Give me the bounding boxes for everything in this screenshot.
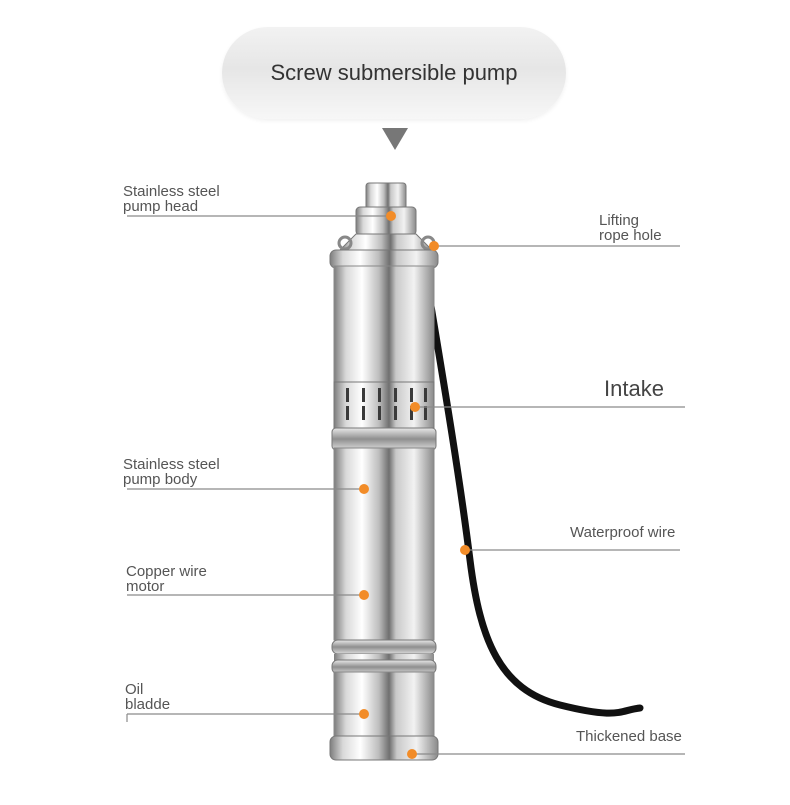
rib-1 bbox=[331, 639, 437, 655]
title-banner: Screw submersible pump bbox=[222, 27, 566, 119]
marker-lifting-hole bbox=[429, 241, 439, 251]
marker-pump-head bbox=[386, 211, 396, 221]
pump-head-collar bbox=[355, 206, 417, 236]
label-waterproof-wire: Waterproof wire bbox=[570, 524, 676, 541]
upper-body bbox=[333, 265, 435, 385]
label-lifting-line1: Lifting bbox=[599, 212, 640, 229]
label-oil-bladder-line1: Oil bbox=[125, 681, 144, 698]
label-thickened-base: Thickened base bbox=[576, 728, 682, 745]
label-copper-motor: Copper wire motor bbox=[126, 564, 207, 594]
label-copper-motor-line2: motor bbox=[126, 578, 165, 595]
title-pointer-triangle bbox=[382, 128, 408, 150]
top-cap bbox=[329, 249, 439, 269]
marker-thickened-base bbox=[407, 749, 417, 759]
mid-collar bbox=[331, 427, 437, 451]
oil-bladder-section bbox=[333, 671, 435, 739]
label-copper-motor-line1: Copper wire bbox=[126, 563, 207, 580]
label-pump-body-line1: Stainless steel bbox=[123, 456, 220, 473]
motor-body bbox=[333, 447, 435, 641]
diagram-title: Screw submersible pump bbox=[270, 60, 518, 85]
marker-waterproof-wire bbox=[460, 545, 470, 555]
label-intake: Intake bbox=[604, 376, 664, 401]
leader-lines bbox=[126, 215, 685, 755]
label-pump-head: Stainless steel pump head bbox=[123, 184, 220, 214]
pump-head-cone bbox=[338, 233, 434, 251]
label-pump-body-line2: pump body bbox=[123, 471, 198, 488]
label-lifting-line2: rope hole bbox=[599, 227, 662, 244]
label-pump-head-line1: Stainless steel bbox=[123, 183, 220, 200]
label-oil-bladder: Oil bladde bbox=[125, 682, 170, 712]
label-pump-head-line2: pump head bbox=[123, 198, 199, 215]
label-lifting-rope-hole: Lifting rope hole bbox=[599, 213, 662, 243]
marker-copper-motor bbox=[359, 590, 369, 600]
marker-intake bbox=[410, 402, 420, 412]
label-pump-body: Stainless steel pump body bbox=[123, 457, 220, 487]
thickened-base-ring bbox=[329, 735, 439, 761]
lifting-ring-left bbox=[337, 235, 353, 251]
marker-oil-bladder bbox=[359, 709, 369, 719]
callout-markers bbox=[359, 211, 470, 759]
rib-2 bbox=[334, 654, 434, 662]
label-oil-bladder-line2: bladde bbox=[125, 696, 171, 713]
intake-slots bbox=[346, 388, 427, 420]
marker-pump-body bbox=[359, 484, 369, 494]
waterproof-cable bbox=[426, 296, 644, 717]
